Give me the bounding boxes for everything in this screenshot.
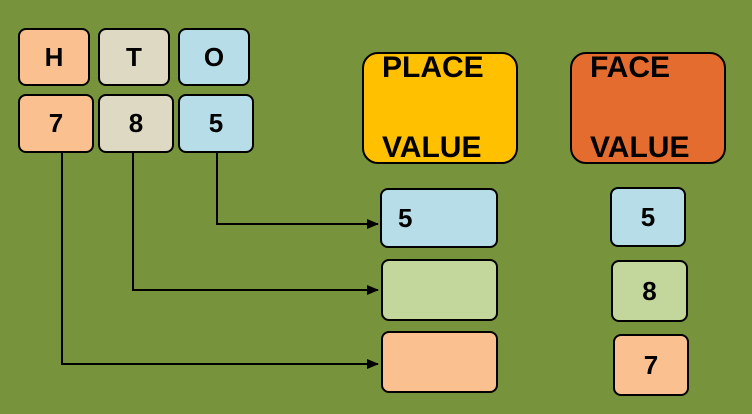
face-value-header: FACE VALUE: [570, 51, 726, 164]
face-value-title-line1: FACE: [590, 51, 671, 84]
face-value-hundreds-box: 7: [613, 334, 689, 396]
face-value-title-line2: VALUE: [590, 131, 690, 164]
hundreds-header: H: [18, 28, 90, 86]
face-value-tens-box: 8: [611, 260, 688, 322]
place-value-title-line2: VALUE: [382, 131, 482, 164]
place-value-tens-box: [381, 259, 498, 321]
face-value-ones-box: 5: [610, 187, 686, 247]
place-value-hundreds-box: [381, 331, 498, 393]
arrow-tens-to-place-value: [132, 153, 379, 295]
place-value-title-line1: PLACE: [382, 51, 484, 84]
tens-digit: 8: [98, 94, 174, 153]
place-value-ones-box: 5: [380, 188, 498, 248]
hundreds-digit: 7: [18, 94, 94, 153]
place-value-header: PLACE VALUE: [362, 51, 518, 164]
arrow-hundreds-to-place-value: [61, 153, 379, 369]
tens-header: T: [98, 28, 170, 86]
ones-header: O: [178, 28, 250, 86]
arrow-ones-to-place-value: [216, 153, 379, 229]
ones-digit: 5: [178, 94, 254, 153]
